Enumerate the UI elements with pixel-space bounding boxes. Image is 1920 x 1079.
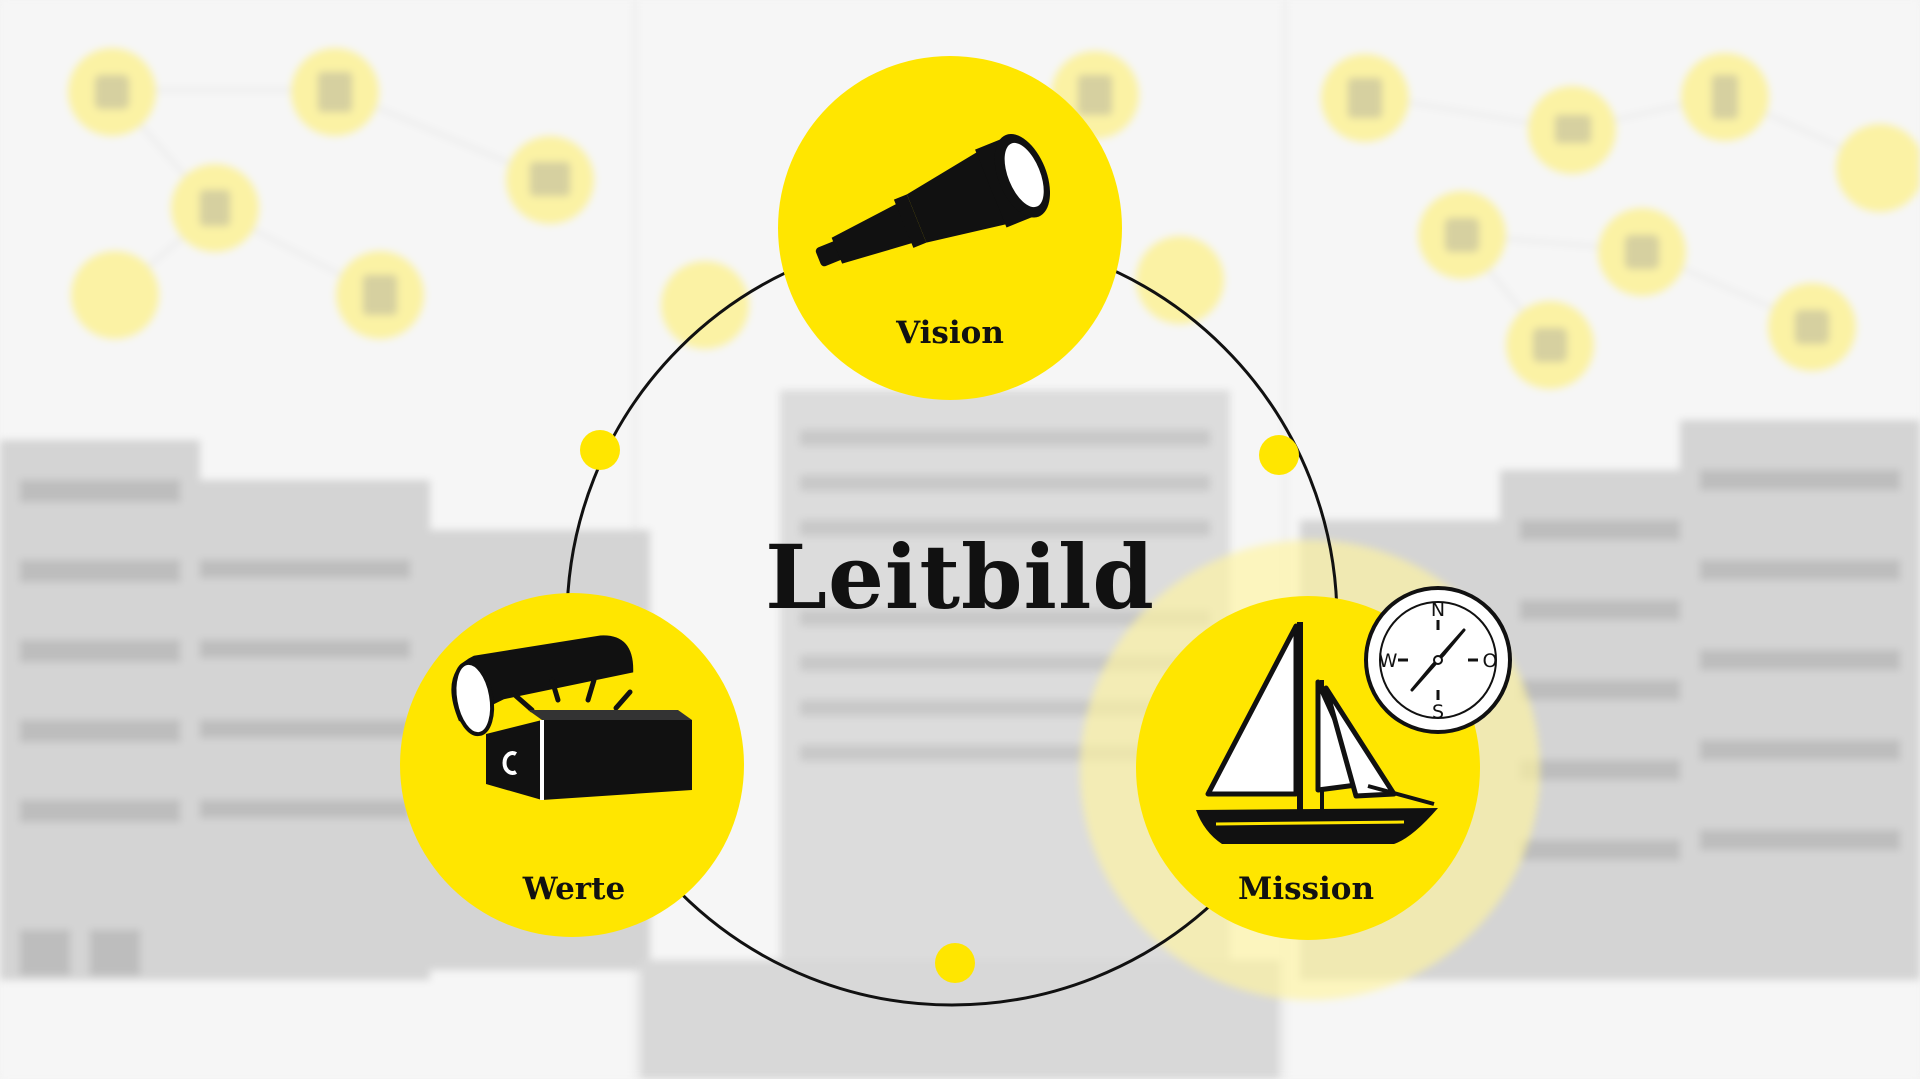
compass-icon: N S W O — [1364, 586, 1512, 734]
compass-north-label: N — [1431, 599, 1445, 621]
compass-south-label: S — [1432, 701, 1444, 723]
telescope-icon — [815, 134, 1051, 267]
node-werte-label: Werte — [522, 871, 625, 907]
compass-west-label: W — [1379, 650, 1398, 672]
connector-dot-bottom — [935, 943, 975, 983]
compass-east-label: O — [1483, 650, 1498, 672]
node-vision-label: Vision — [895, 315, 1004, 351]
connector-dot-right — [1259, 435, 1299, 475]
node-vision[interactable]: Vision — [778, 56, 1122, 400]
node-mission-label: Mission — [1238, 871, 1374, 907]
diagram-title: Leitbild — [765, 525, 1155, 629]
connector-dot-left — [580, 430, 620, 470]
node-werte[interactable]: Werte — [400, 593, 744, 937]
treasure-chest-icon — [451, 635, 692, 800]
sailboat-icon — [1196, 622, 1438, 844]
